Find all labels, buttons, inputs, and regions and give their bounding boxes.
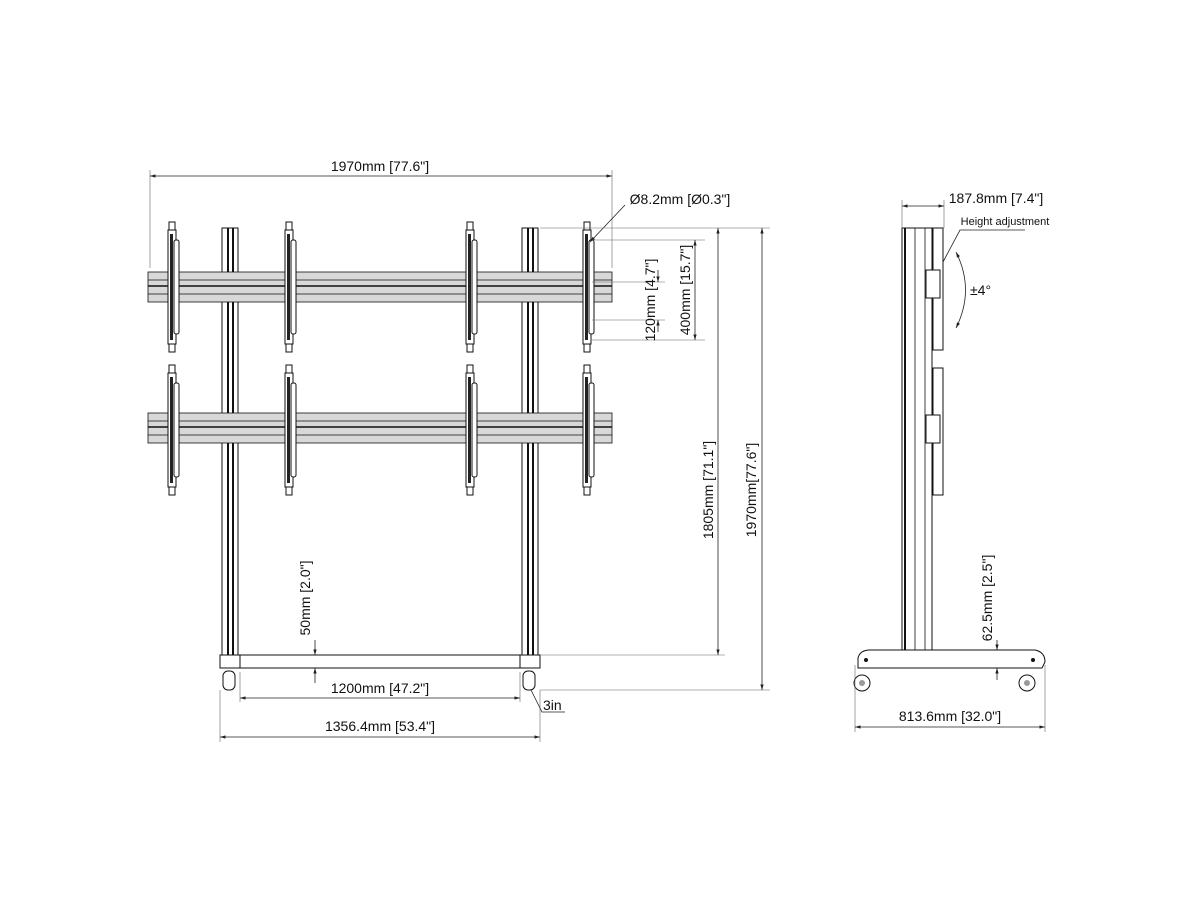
upper-crossbar [147, 271, 613, 303]
bracket [284, 221, 297, 353]
overall-height-label: 1970mm[77.6"] [743, 443, 759, 537]
caster-size-label: 3in [543, 697, 562, 713]
bracket-spacing-small-label: 120mm [4.7"] [642, 259, 658, 342]
bracket [582, 364, 595, 496]
base-depth-label: 813.6mm [32.0"] [899, 708, 1001, 724]
bracket [465, 221, 478, 353]
lower-crossbar [147, 412, 613, 444]
bracket [582, 221, 595, 353]
height-adjustment-label: Height adjustment [961, 216, 1050, 228]
hole-diameter-label: Ø8.2mm [Ø0.3"] [630, 191, 731, 207]
base-clearance-label: 50mm [2.0"] [297, 561, 313, 636]
base-width-label: 1356.4mm [53.4"] [325, 718, 435, 734]
base-bar [219, 654, 541, 669]
caster [522, 670, 536, 691]
bracket [284, 364, 297, 496]
post-spacing-label: 1200mm [47.2"] [331, 680, 429, 696]
side-view: 187.8mm [7.4"] Height adjustment ±4° 62.… [853, 190, 1050, 732]
bracket [167, 221, 180, 353]
caster [222, 670, 236, 691]
side-depth-label: 187.8mm [7.4"] [949, 190, 1043, 206]
bracket [465, 364, 478, 496]
overall-width-label: 1970mm [77.6"] [331, 158, 429, 174]
bracket-spacing-large-label: 400mm [15.7"] [677, 245, 693, 336]
base-height-label: 62.5mm [2.5"] [979, 555, 995, 642]
side-base [857, 649, 1046, 669]
bar-height-label: 1805mm [71.1"] [700, 441, 716, 539]
front-view: 1970mm [77.6"] Ø8.2mm [Ø0.3"] 120mm [4.7… [147, 158, 770, 742]
bracket [167, 364, 180, 496]
tilt-label: ±4° [970, 282, 991, 298]
